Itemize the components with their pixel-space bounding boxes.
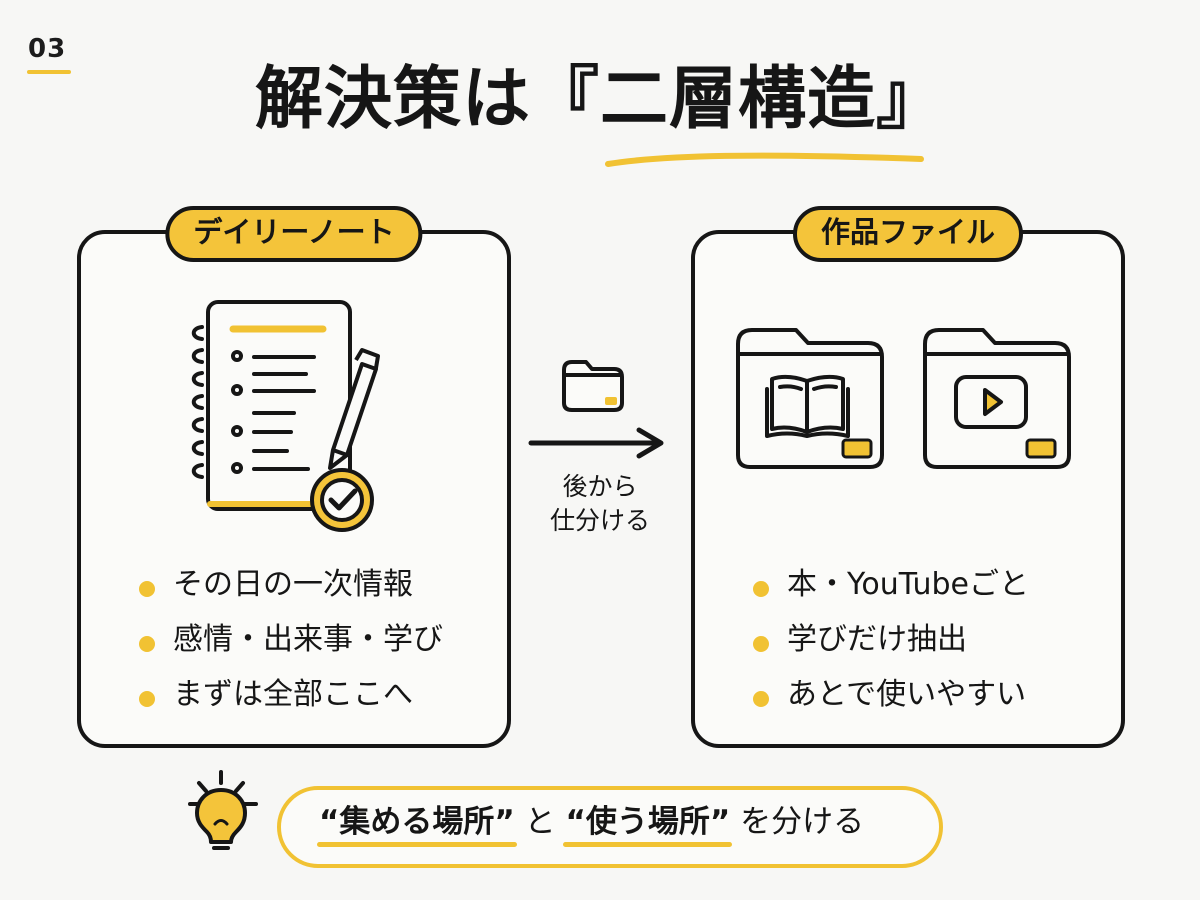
bullet-dot <box>753 636 769 652</box>
arrow-caption-line: 後から <box>562 472 638 501</box>
folder-icon <box>562 360 624 412</box>
collect-place-phrase: “集める場所” <box>317 804 517 848</box>
arrow-right-icon <box>528 427 664 459</box>
arrow-caption: 後から 仕分ける <box>530 470 670 538</box>
title-underline <box>605 152 924 167</box>
bullet-dot <box>753 581 769 597</box>
work-file-panel: 作品ファイル 本・YouTubeごと 学びだけ抽出 あとで使いやすい <box>691 206 1125 748</box>
book-folder-icon <box>736 328 884 469</box>
slide-number-underline <box>27 70 71 74</box>
daily-note-label: デイリーノート <box>165 206 423 262</box>
slide-number: 03 <box>28 34 67 64</box>
checkmark-badge-icon <box>310 468 374 532</box>
bullet-text: 学びだけ抽出 <box>787 622 967 657</box>
arrow-caption-line: 仕分ける <box>549 505 650 535</box>
pencil-icon <box>328 348 380 470</box>
work-file-label: 作品ファイル <box>792 206 1024 262</box>
bullet-text: まずは全部ここへ <box>173 677 413 712</box>
bullet-text: あとで使いやすい <box>787 677 1027 712</box>
bullet-item: あとで使いやすい <box>753 676 1093 731</box>
video-folder-icon <box>923 328 1071 469</box>
key-message-pill: “集める場所” と “使う場所” を分ける <box>277 786 943 868</box>
bullet-dot <box>139 581 155 597</box>
separate-text: を分ける <box>740 804 865 840</box>
notebook-icon <box>191 300 380 532</box>
bullet-text: 感情・出来事・学び <box>173 622 443 657</box>
bullet-text: その日の一次情報 <box>173 567 413 602</box>
bullet-dot <box>139 691 155 707</box>
connector-text: と <box>524 804 556 840</box>
daily-note-bullets: その日の一次情報 感情・出来事・学び まずは全部ここへ <box>139 566 479 731</box>
bullet-item: 本・YouTubeごと <box>753 566 1093 621</box>
lightbulb-icon <box>188 770 258 850</box>
use-place-phrase: “使う場所” <box>563 804 732 848</box>
bullet-text: 本・YouTubeごと <box>787 567 1029 602</box>
bullet-dot <box>139 636 155 652</box>
bullet-dot <box>753 691 769 707</box>
work-file-bullets: 本・YouTubeごと 学びだけ抽出 あとで使いやすい <box>753 566 1093 731</box>
key-message-text: “集める場所” と “使う場所” を分ける <box>317 804 865 848</box>
page-title: 解決策は『二層構造』 <box>254 60 945 139</box>
bullet-item: その日の一次情報 <box>139 566 479 621</box>
bullet-item: 学びだけ抽出 <box>753 621 1093 676</box>
bullet-item: 感情・出来事・学び <box>139 621 479 676</box>
bullet-item: まずは全部ここへ <box>139 676 479 731</box>
